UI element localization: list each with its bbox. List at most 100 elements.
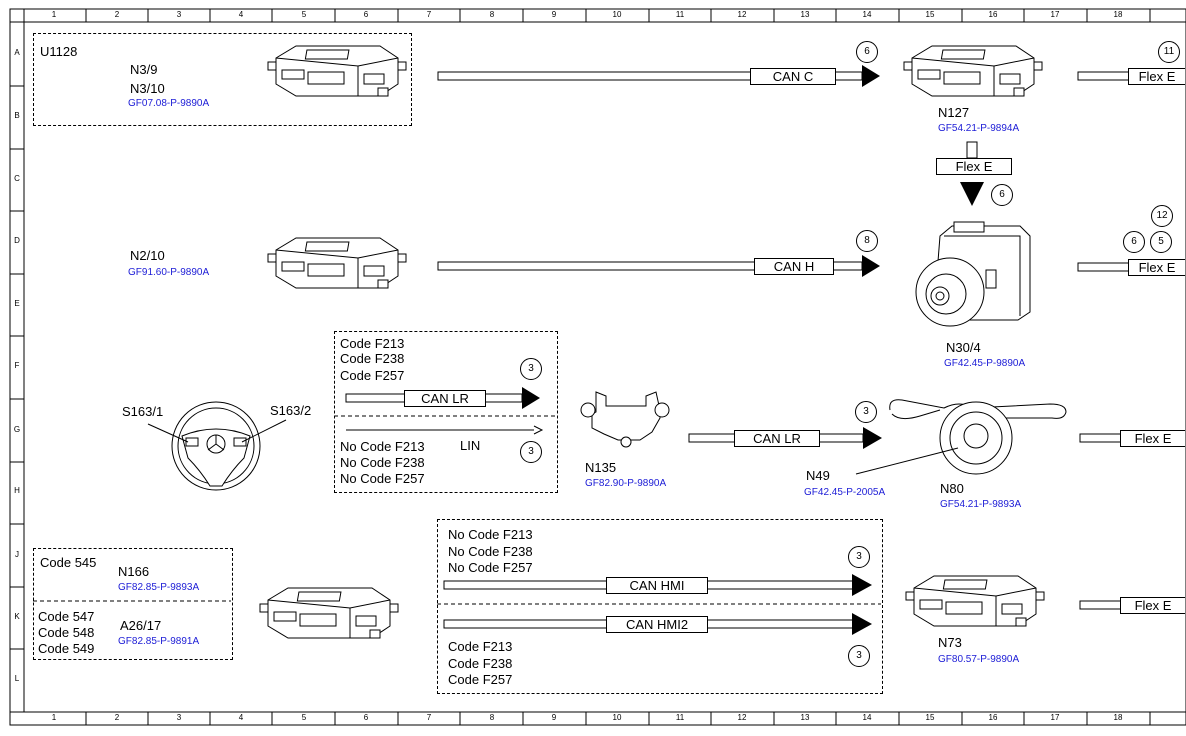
n3-10-label: N3/10 [130,81,165,96]
n127-label: N127 [938,105,970,120]
n3-9-label: N3/9 [130,62,158,77]
column-label-top-11: 11 [675,10,685,19]
n73-ref[interactable]: GF80.57-P-9890A [938,654,1020,665]
column-label-top-18: 18 [1113,10,1123,19]
n166-ref[interactable]: GF82.85-P-9893A [118,582,200,593]
group-u1128 [33,33,412,126]
group-can-hmi [437,519,883,694]
column-label-bottom-16: 16 [988,713,998,722]
hmi-yes-line2: Code F238 [448,656,513,671]
marker-flex-vertical: 6 [991,184,1013,206]
marker-lin: 3 [520,441,542,463]
n49-ref[interactable]: GF42.45-P-2005A [804,487,886,498]
hmi-no-line3: No Code F257 [448,560,533,575]
row-label-H: H [14,486,20,495]
n3-ref[interactable]: GF07.08-P-9890A [128,98,210,109]
u1128-label: U1128 [40,44,78,59]
lin-label: LIN [460,438,481,453]
column-label-top-16: 16 [988,10,998,19]
marker-can-h: 8 [856,230,878,252]
n30-4-ref[interactable]: GF42.45-P-9890A [944,358,1026,369]
column-label-top-14: 14 [862,10,872,19]
marker-12: 12 [1151,205,1173,227]
code545-label: Code 545 [40,555,97,570]
column-label-top-2: 2 [114,10,120,19]
row-label-D: D [14,236,20,245]
column-label-bottom-14: 14 [862,713,872,722]
hmi-yes-line3: Code F257 [448,672,513,687]
n30-4-label: N30/4 [946,340,981,355]
can-c-label: CAN C [750,68,836,85]
can-h-label: CAN H [754,258,834,275]
column-label-bottom-15: 15 [925,713,935,722]
group-can-lr [334,331,558,493]
column-label-bottom-10: 10 [612,713,622,722]
s163-1-label: S163/1 [122,404,164,419]
marker-5: 5 [1150,231,1172,253]
row-label-L: L [14,674,20,683]
column-label-bottom-7: 7 [426,713,432,722]
can-lr-2-label: CAN LR [734,430,820,447]
row-label-B: B [14,111,20,120]
column-label-bottom-17: 17 [1050,713,1060,722]
column-label-top-15: 15 [925,10,935,19]
row-label-C: C [14,174,20,183]
column-label-top-1: 1 [51,10,57,19]
column-label-bottom-8: 8 [489,713,495,722]
flex-e-1-label: Flex E [1128,68,1185,85]
marker-6: 6 [1123,231,1145,253]
f-group-line1: Code F213 [340,336,405,351]
row-label-A: A [14,48,20,57]
row-label-F: F [14,361,20,370]
marker-can-hmi2: 3 [848,645,870,667]
row-label-E: E [14,299,20,308]
hmi-no-line2: No Code F238 [448,544,533,559]
hmi-yes-line1: Code F213 [448,639,513,654]
column-label-top-7: 7 [426,10,432,19]
column-label-bottom-6: 6 [363,713,369,722]
hmi-no-line1: No Code F213 [448,527,533,542]
n2-10-label: N2/10 [130,248,165,263]
flex-e-2-label: Flex E [1128,259,1185,276]
column-label-bottom-18: 18 [1113,713,1123,722]
column-label-top-10: 10 [612,10,622,19]
n166-label: N166 [118,564,150,579]
column-label-top-3: 3 [176,10,182,19]
column-label-bottom-11: 11 [675,713,685,722]
codes547-line3: Code 549 [38,641,95,656]
column-label-top-8: 8 [489,10,495,19]
n135-ref[interactable]: GF82.90-P-9890A [585,478,667,489]
s163-2-label: S163/2 [270,403,312,418]
a26-17-label: A26/17 [120,618,162,633]
marker-can-c: 6 [856,41,878,63]
column-label-top-13: 13 [800,10,810,19]
column-label-top-17: 17 [1050,10,1060,19]
column-label-bottom-1: 1 [51,713,57,722]
column-label-top-5: 5 [301,10,307,19]
codes547-line2: Code 548 [38,625,95,640]
column-label-top-4: 4 [238,10,244,19]
flex-e-4-label: Flex E [1120,597,1185,614]
column-label-bottom-2: 2 [114,713,120,722]
flex-e-3-label: Flex E [1120,430,1185,447]
marker-flex-1: 11 [1158,41,1180,63]
row-label-K: K [14,612,20,621]
column-label-bottom-5: 5 [301,713,307,722]
can-hmi2-label: CAN HMI2 [606,616,708,633]
column-label-top-12: 12 [737,10,747,19]
column-label-top-9: 9 [551,10,557,19]
flex-e-vertical-label: Flex E [936,158,1012,175]
f-group-line3: Code F257 [340,368,405,383]
n127-ref[interactable]: GF54.21-P-9894A [938,123,1020,134]
n80-ref[interactable]: GF54.21-P-9893A [940,499,1022,510]
n135-label: N135 [585,460,617,475]
a26-17-ref[interactable]: GF82.85-P-9891A [118,636,200,647]
column-label-bottom-13: 13 [800,713,810,722]
marker-can-lr-1: 3 [520,358,542,380]
n2-10-ref[interactable]: GF91.60-P-9890A [128,267,210,278]
column-label-bottom-9: 9 [551,713,557,722]
codes547-line1: Code 547 [38,609,95,624]
no-f-group-line1: No Code F213 [340,439,425,454]
marker-can-hmi: 3 [848,546,870,568]
no-f-group-line3: No Code F257 [340,471,425,486]
